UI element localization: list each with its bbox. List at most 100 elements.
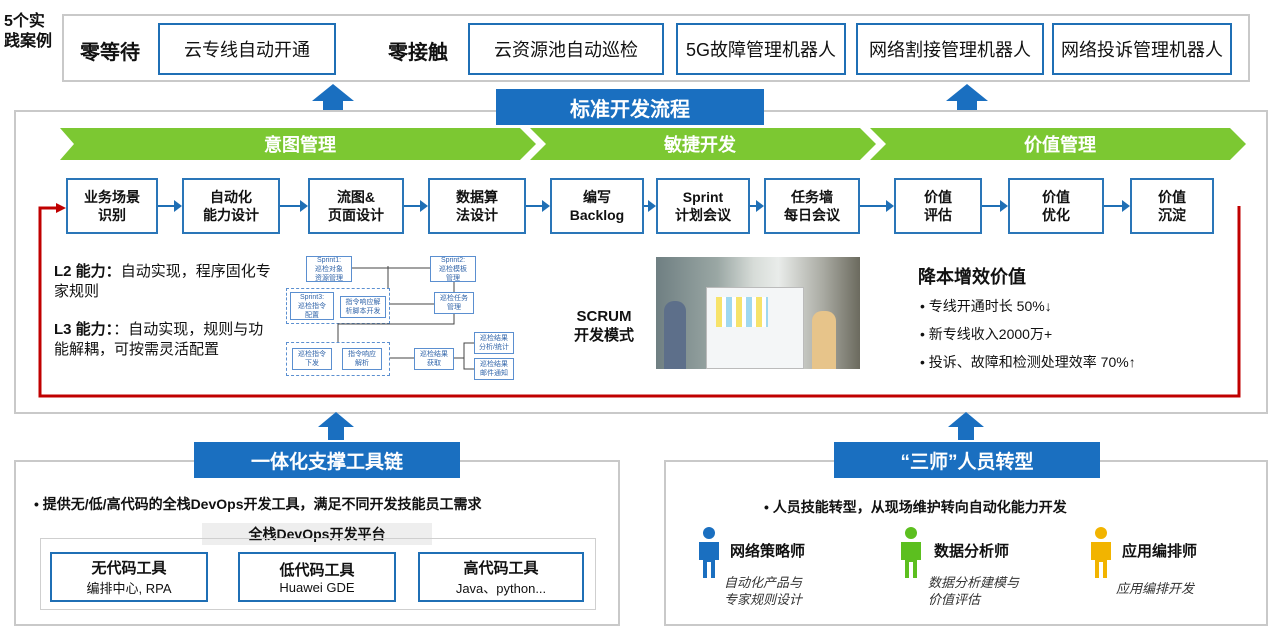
step-8[interactable]: 价值评估	[894, 178, 982, 234]
case-item-1[interactable]: 云专线自动开通	[158, 23, 336, 75]
node-text: 巡检指令	[298, 351, 326, 358]
flow-arrow-icon	[982, 200, 1008, 212]
step-10-line1: 价值	[1158, 189, 1186, 205]
node-text: 分析/统计	[479, 344, 509, 351]
transform-desc: • 人员技能转型，从现场维护转向自动化能力开发	[764, 499, 1067, 515]
process-title: 标准开发流程	[496, 89, 764, 125]
case-item-3-label: 5G故障管理机器人	[685, 40, 836, 60]
feedback-loop	[38, 203, 1241, 398]
flow-arrow-icon	[280, 200, 308, 212]
arrow-up-icon: ↑	[1128, 354, 1136, 370]
process-title-text: 标准开发流程	[570, 98, 690, 121]
transform-desc-text: 人员技能转型，从现场维护转向自动化能力开发	[772, 499, 1067, 515]
tool-highcode-name: 高代码工具	[463, 560, 539, 577]
case-item-3[interactable]: 5G故障管理机器人	[676, 23, 846, 75]
tool-lowcode[interactable]: 低代码工具 Huawei GDE	[238, 552, 396, 602]
value-item-3-text: 投诉、故障和检测处理效率 70%	[928, 354, 1129, 370]
step-3[interactable]: 流图&页面设计	[308, 178, 404, 234]
tool-nocode[interactable]: 无代码工具 编排中心, RPA	[50, 552, 208, 602]
up-arrow-icon	[318, 412, 354, 440]
node-text: 巡检模板	[439, 265, 467, 273]
sprint-diagram: Sprint1:巡检对象资源管理 Sprint2:巡检模板管理 Sprint3:…	[284, 248, 532, 380]
tool-nocode-name: 无代码工具	[91, 560, 167, 577]
step-10[interactable]: 价值沉淀	[1130, 178, 1214, 234]
person-icon	[1091, 527, 1111, 578]
node-text: 巡检对象	[315, 265, 343, 273]
node-text: 下发	[305, 360, 319, 367]
step-7[interactable]: 任务墙每日会议	[764, 178, 860, 234]
value-list: • 专线开通时长 50%↓ • 新专线收入2000万+ • 投诉、故障和检测处理…	[920, 292, 1136, 376]
platform-frame	[40, 538, 596, 610]
sticky-notes-image	[716, 297, 768, 327]
task-mgmt-node: 巡检任务管理	[434, 292, 474, 314]
case-item-1-label: 云专线自动开通	[184, 40, 310, 60]
step-2[interactable]: 自动化能力设计	[182, 178, 280, 234]
flow-arrow-icon	[158, 200, 182, 212]
case-item-5[interactable]: 网络投诉管理机器人	[1052, 23, 1232, 75]
l3-text: ：自动实现，规则与功能解耦，可按需灵活配置	[54, 321, 264, 358]
case-item-2[interactable]: 云资源池自动巡检	[468, 23, 664, 75]
role-strategist-desc1: 自动化产品与	[724, 575, 803, 590]
flow-arrow-icon	[1104, 200, 1130, 212]
zero-touch-label: 零接触	[388, 42, 448, 64]
case-item-4-label: 网络割接管理机器人	[869, 40, 1031, 60]
node-text: 解析	[355, 360, 369, 367]
step-1[interactable]: 业务场景识别	[66, 178, 158, 234]
step-6-line2: 计划会议	[675, 207, 731, 223]
person-icon	[901, 527, 921, 578]
person-left-image	[664, 301, 686, 369]
tool-lowcode-name: 低代码工具	[279, 562, 355, 579]
step-4[interactable]: 数据算法设计	[428, 178, 526, 234]
zero-wait-label: 零等待	[80, 42, 140, 64]
l3-capability: L3 能力：：自动实现，规则与功能解耦，可按需灵活配置	[54, 320, 276, 360]
result-mail-node: 巡检结果邮件通知	[474, 358, 514, 380]
case-item-4[interactable]: 网络割接管理机器人	[856, 23, 1044, 75]
step-8-line1: 价值	[924, 189, 952, 205]
node-text: 邮件通知	[480, 370, 508, 377]
up-arrow-icon	[312, 84, 354, 114]
step-1-line1: 业务场景	[84, 189, 140, 205]
arrow-down-icon: ↓	[1044, 298, 1052, 314]
role-strategist-desc: 自动化产品与 专家规则设计	[724, 574, 802, 608]
role-analyst-desc1: 数据分析建模与	[928, 575, 1020, 590]
step-2-line1: 自动化	[210, 189, 252, 205]
diagram-connectors	[337, 266, 474, 370]
role-strategist-desc2: 专家规则设计	[724, 592, 803, 607]
scrum-photo	[656, 257, 860, 369]
role-strategist: 网络策略师	[730, 543, 806, 560]
up-arrow-icon	[946, 84, 988, 114]
node-text: 巡检任务	[440, 295, 468, 302]
node-text: 析脚本开发	[345, 308, 381, 315]
node-text: Sprint2:	[440, 256, 466, 264]
script-dev-node: 指令响应解析脚本开发	[340, 296, 386, 318]
node-text: 巡检指令	[298, 302, 326, 310]
node-text: 指令响应	[348, 351, 376, 358]
node-text: 配置	[305, 311, 319, 319]
value-item-1-text: 专线开通时长 50%	[928, 298, 1045, 314]
transform-panel	[664, 460, 1268, 626]
transform-title-text: “三师”人员转型	[900, 451, 1034, 473]
value-title: 降本增效价值	[918, 267, 1026, 287]
flow-arrow-icon	[404, 200, 428, 212]
cmd-send-node: 巡检指令下发	[292, 348, 332, 370]
l3-label: L3 能力：	[54, 321, 114, 338]
sprint1-node: Sprint1:巡检对象资源管理	[306, 256, 352, 282]
scrum-text: SCRUM 开发模式	[573, 308, 634, 344]
step-3-line1: 流图&	[336, 189, 376, 205]
step-9-line2: 优化	[1042, 207, 1070, 223]
step-7-line1: 任务墙	[791, 189, 833, 205]
node-text: Sprint1:	[316, 256, 342, 264]
role-orchestrator-desc: 应用编排开发	[1116, 580, 1194, 597]
role-analyst-desc2: 价值评估	[928, 592, 981, 607]
step-9[interactable]: 价值优化	[1008, 178, 1104, 234]
phase-intent: 意图管理	[264, 135, 336, 155]
execution-group	[286, 342, 390, 376]
tool-highcode[interactable]: 高代码工具 Java、python...	[418, 552, 584, 602]
phase-chevrons	[60, 128, 1246, 160]
step-2-line2: 能力设计	[203, 207, 259, 223]
phase-value: 价值管理	[1024, 135, 1096, 155]
node-text: 指令响应解	[345, 299, 381, 306]
process-panel	[14, 110, 1268, 414]
